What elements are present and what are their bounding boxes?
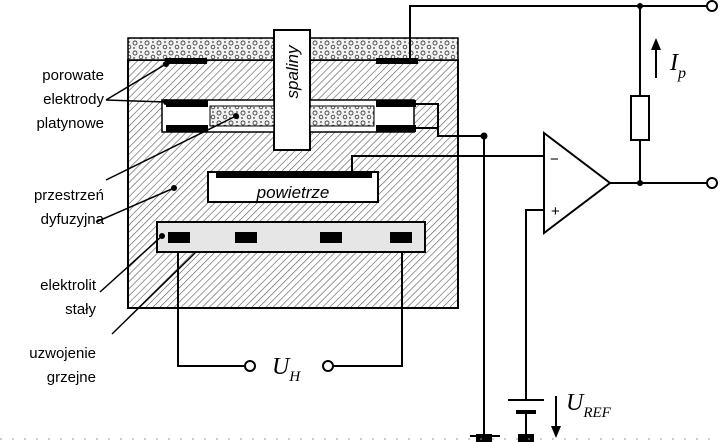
heater-element-1 (168, 232, 190, 243)
electrode-outer-right (376, 58, 418, 64)
heater-element-2 (235, 232, 257, 243)
label-uzwojenie: uzwojenie (29, 345, 96, 362)
electrode-inner-right-bottom (376, 125, 416, 132)
electrode-outer-left (165, 58, 207, 64)
current-arrow-icon (651, 38, 661, 78)
op-amp-plus: + (551, 203, 560, 220)
ground-marker-left (476, 434, 492, 442)
wire-inner-electrode (416, 103, 484, 137)
heater-element-4 (390, 232, 412, 243)
label-spaliny: spaliny (283, 44, 302, 98)
wire-heater-right (334, 252, 403, 367)
leader-dot (233, 113, 239, 119)
terminal-heater-right (322, 360, 334, 372)
terminal-top-right (706, 0, 718, 12)
circuit-wiring (177, 5, 710, 437)
op-amp (543, 130, 612, 236)
label-uh: UH (272, 354, 301, 385)
ground-marker-right (518, 434, 534, 442)
terminal-heater-left (244, 360, 256, 372)
wire-heater-left (177, 252, 244, 367)
sensor-body (127, 29, 459, 309)
leader-lines (95, 63, 237, 335)
electrode-inner-left-top (166, 100, 208, 107)
feedback-resistor (630, 95, 650, 141)
porous-layer-left (127, 37, 275, 61)
diffusion-porous-left (209, 105, 275, 127)
leader-dot (163, 61, 169, 67)
air-electrode (216, 172, 372, 178)
junction-dot (637, 180, 643, 186)
label-platynowe: platynowe (36, 115, 104, 132)
label-dyfuzyjna: dyfuzyjna (41, 211, 105, 228)
leader-dot (159, 233, 165, 239)
heater-element-3 (320, 232, 342, 243)
electrode-inner-left-bottom (166, 125, 208, 132)
label-staly: stały (65, 301, 96, 318)
heater-plate (156, 221, 426, 253)
reference-voltage-source (508, 399, 544, 424)
terminal-output (706, 177, 718, 189)
junction-dot (480, 132, 488, 140)
diffusion-porous-right (309, 105, 375, 127)
label-uref: UREF (566, 390, 612, 421)
leader-dot (171, 185, 177, 191)
label-przestrzen: przestrzeń (34, 187, 104, 204)
label-powietrze: powietrze (256, 183, 330, 202)
label-elektrody: elektrody (43, 91, 104, 108)
wire-ref-plus (525, 209, 544, 400)
wire-air-electrode (351, 155, 544, 174)
exhaust-slot (273, 29, 311, 151)
label-ip: Ip (669, 50, 686, 82)
op-amp-minus: − (550, 151, 559, 168)
electrode-inner-right-top (376, 100, 416, 107)
leader-dot (163, 99, 169, 105)
porous-layer-right (309, 37, 459, 61)
label-porowate: porowate (42, 67, 104, 84)
label-grzejne: grzejne (47, 369, 96, 386)
voltage-arrow-icon (551, 396, 561, 438)
wire-outer-electrode (409, 5, 710, 60)
label-elektrolit: elektrolit (40, 277, 97, 294)
junction-dot (637, 3, 643, 9)
